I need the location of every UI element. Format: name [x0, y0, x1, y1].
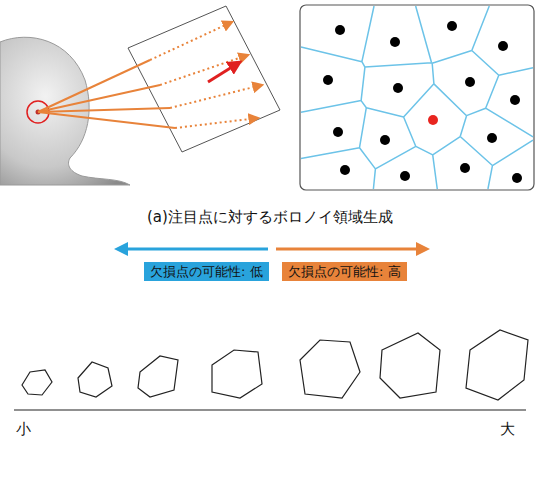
site-dot: [335, 25, 345, 35]
site-dot: [498, 41, 508, 51]
site-dot: [428, 115, 438, 125]
ray-lines: [38, 60, 175, 128]
label-box: 欠損点の可能性: 高: [282, 262, 407, 281]
site-dot: [390, 37, 400, 47]
site-dot: [393, 83, 403, 93]
tangent-plane: [128, 6, 280, 152]
site-dot: [512, 173, 522, 183]
cell-size-shapes: [22, 330, 528, 400]
site-dot: [400, 171, 410, 181]
axis-label: 大: [500, 420, 515, 439]
site-dot: [340, 165, 350, 175]
site-dot: [380, 135, 390, 145]
site-dot: [487, 133, 497, 143]
label-text: 欠損点の可能性: 低: [150, 263, 263, 280]
site-dot: [510, 95, 520, 105]
label-text: 欠損点の可能性: 高: [288, 263, 401, 280]
axis-label: 小: [16, 420, 31, 439]
voronoi-sites: [323, 21, 522, 183]
site-dot: [447, 21, 457, 31]
voronoi-edge-path: [301, 6, 533, 189]
ray-projections: [150, 22, 262, 128]
direction-arrows: [114, 242, 430, 256]
site-dot: [465, 77, 475, 87]
site-dot: [323, 75, 333, 85]
normal-arrow: [208, 62, 240, 82]
label-box: 欠損点の可能性: 低: [144, 262, 269, 281]
figure-caption: (a)注目点に対するボロノイ領域生成: [147, 208, 393, 227]
voronoi-frame: [300, 5, 534, 190]
size-axis: [14, 409, 526, 410]
site-dot: [333, 127, 343, 137]
voronoi-edges: [301, 6, 533, 189]
site-dot: [460, 163, 470, 173]
